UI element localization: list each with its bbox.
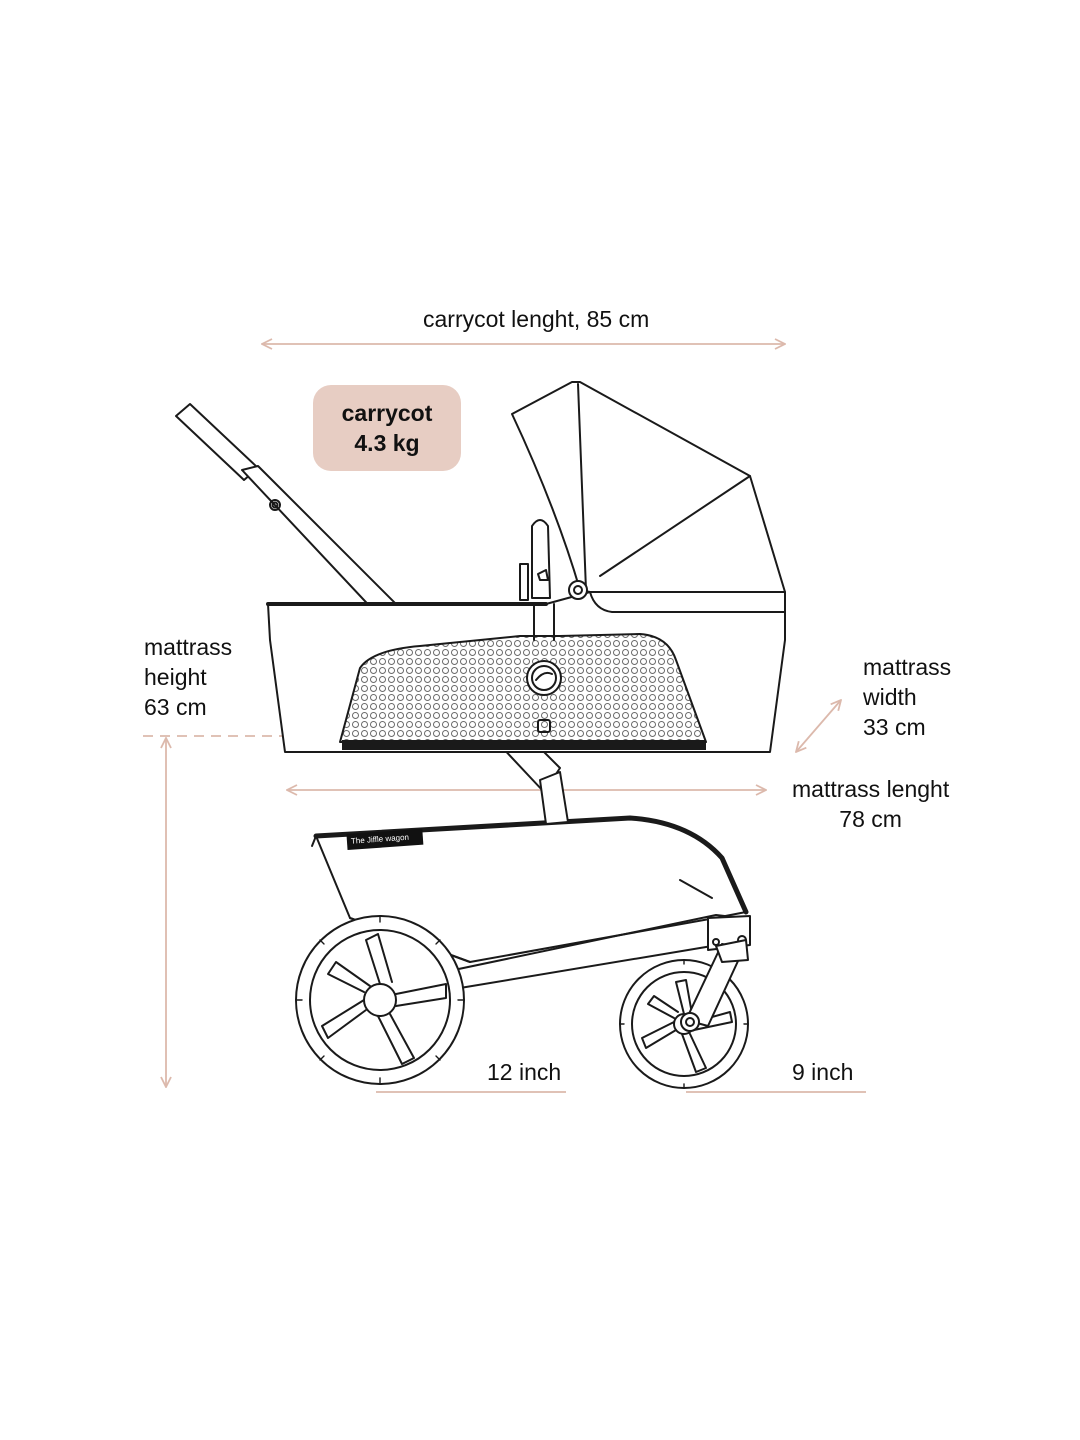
mattress-height-line1: mattrass — [144, 634, 233, 660]
mattress-width-line3: 33 cm — [863, 714, 926, 740]
rear-wheel-label: 12 inch — [487, 1059, 562, 1085]
adapter-posts — [519, 519, 551, 601]
carrycot-mesh — [339, 633, 707, 743]
rear-wheel — [295, 915, 465, 1085]
dimension-arrows — [143, 344, 866, 1093]
carrycot-weight-badge: carrycot 4.3 kg — [313, 385, 461, 471]
badge-weight: 4.3 kg — [354, 430, 420, 456]
mattress-length-line2: 78 cm — [839, 806, 902, 832]
mattress-height-line2: height — [144, 664, 207, 690]
mattress-width-arrow — [796, 700, 841, 752]
mattress-length-label: mattrass lenght 78 cm — [792, 774, 949, 834]
carrycot-body — [266, 591, 786, 753]
mattress-length-line1: mattrass lenght — [792, 776, 950, 802]
mattress-height-label: mattrass height 63 cm — [144, 632, 232, 722]
badge-title: carrycot — [341, 400, 433, 426]
front-fork — [680, 939, 749, 1032]
carrycot-length-label: carrycot lenght, 85 cm — [423, 306, 650, 332]
front-wheel-label: 9 inch — [792, 1059, 854, 1085]
mattress-width-line2: width — [863, 684, 917, 710]
mattress-width-label: mattrass width 33 cm — [863, 652, 951, 742]
mattress-height-line3: 63 cm — [144, 694, 207, 720]
mattress-width-line1: mattrass — [863, 654, 952, 680]
stroller — [175, 381, 786, 1089]
canopy — [511, 381, 786, 613]
